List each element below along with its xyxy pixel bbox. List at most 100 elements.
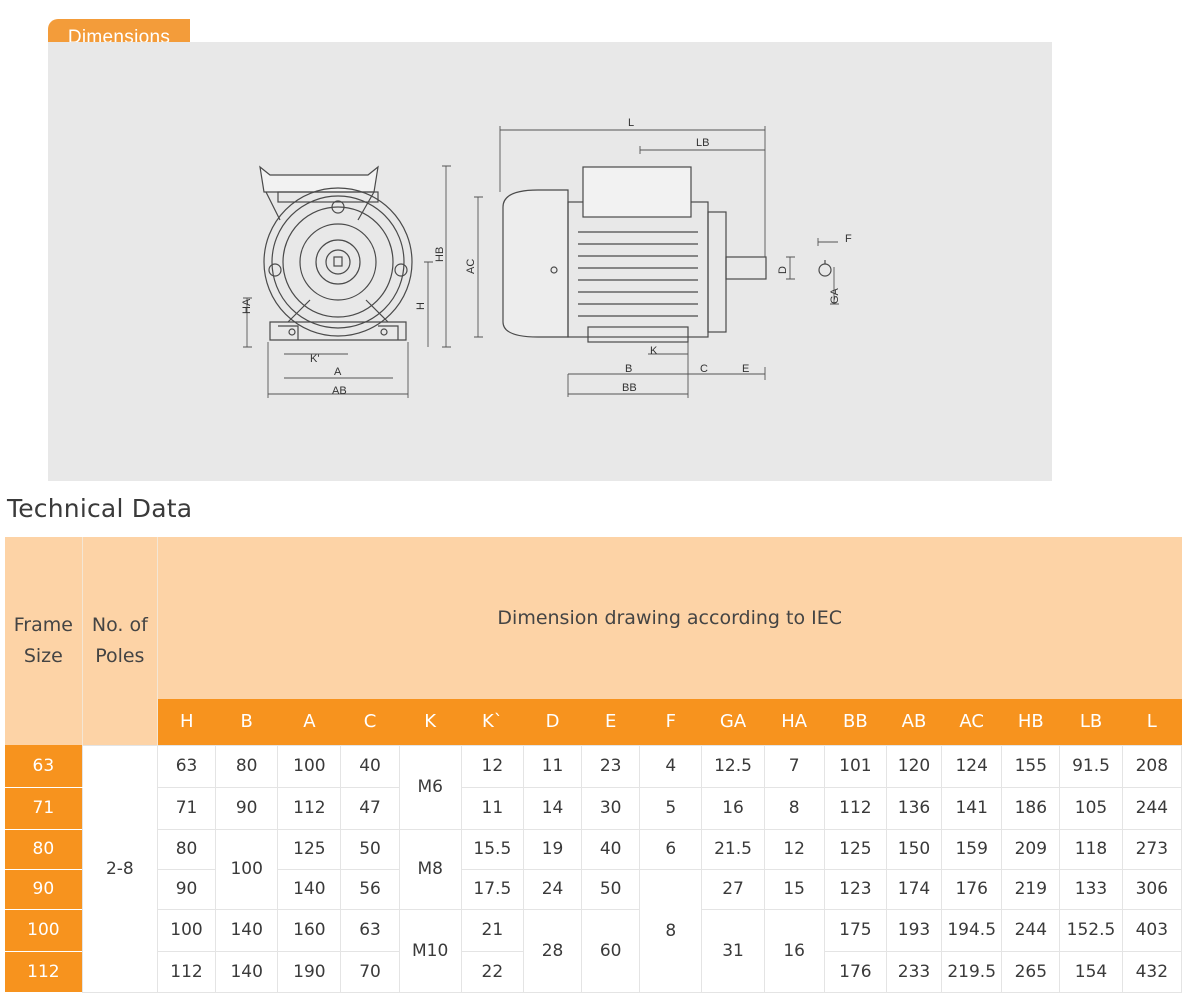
cell-K-prime: 12 xyxy=(460,744,524,788)
technical-data-title: Technical Data xyxy=(7,494,193,523)
cell-HB: 219 xyxy=(1001,868,1061,910)
label-K: K xyxy=(650,345,658,357)
cell-HA: 16 xyxy=(763,908,825,993)
table-row: 100 100 140 160 63 M10 21 28 60 31 16 17… xyxy=(5,908,1183,993)
label-A: A xyxy=(334,366,342,378)
cell-C: 47 xyxy=(340,786,400,830)
label-C: C xyxy=(700,363,708,375)
cell-B: 140 xyxy=(215,908,279,952)
label-AB: AB xyxy=(332,385,347,397)
cell-L: 273 xyxy=(1121,828,1183,870)
cell-L: 306 xyxy=(1121,868,1183,910)
cell-A: 100 xyxy=(277,744,342,788)
cell-H: 71 xyxy=(156,786,217,830)
cell-AB: 174 xyxy=(885,868,943,910)
col-header-AB: AB xyxy=(886,699,942,745)
cell-AB: 136 xyxy=(885,786,943,830)
cell-H: 100 xyxy=(156,908,217,952)
cell-K-prime: 17.5 xyxy=(460,868,524,910)
cell-LB: 152.5 xyxy=(1059,908,1123,952)
cell-A: 190 xyxy=(277,950,342,993)
cell-K: M8 xyxy=(398,828,462,910)
cell-GA: 16 xyxy=(701,786,765,830)
cell-HB: 244 xyxy=(1001,908,1061,952)
cell-H: 112 xyxy=(156,950,217,993)
cell-K-prime: 11 xyxy=(460,786,524,830)
technical-data-table: Frame Size No. of Poles Dimension drawin… xyxy=(5,537,1183,993)
cell-D: 11 xyxy=(522,744,583,788)
label-AC: AC xyxy=(465,259,477,274)
cell-HB: 155 xyxy=(1001,744,1061,788)
cell-B: 90 xyxy=(215,786,279,830)
cell-C: 70 xyxy=(340,950,400,993)
cell-BB: 176 xyxy=(823,950,887,993)
cell-C: 40 xyxy=(340,744,400,788)
cell-A: 140 xyxy=(277,868,342,910)
col-header-K: K xyxy=(399,699,462,745)
cell-E: 50 xyxy=(581,868,641,910)
label-HB: HB xyxy=(434,247,446,262)
label-F: F xyxy=(845,233,852,245)
cell-GA: 27 xyxy=(701,868,765,910)
cell-K-prime: 15.5 xyxy=(460,828,524,870)
frame-size-cell: 112 xyxy=(5,951,83,993)
cell-HA: 8 xyxy=(763,786,825,830)
col-header-A: A xyxy=(277,699,341,745)
col-header-L: L xyxy=(1122,699,1182,745)
front-view-drawing xyxy=(259,165,413,341)
label-H: H xyxy=(415,302,427,310)
cell-HB: 209 xyxy=(1001,828,1061,870)
label-K-prime: K' xyxy=(310,353,319,365)
cell-BB: 175 xyxy=(823,908,887,952)
table-row: 80 80 100 125 50 M8 15.5 19 40 6 21.5 12… xyxy=(5,828,1183,910)
cell-AC: 124 xyxy=(941,744,1003,788)
label-D: D xyxy=(777,266,789,274)
motor-dimension-drawing: HA H HB K' A AB L LB AC D F GA K B BB C … xyxy=(241,117,852,398)
table-row: 71 71 90 112 47 11 14 30 5 16 8 112 136 … xyxy=(5,786,1183,830)
cell-E: 60 xyxy=(581,908,641,993)
label-L: L xyxy=(628,117,634,129)
col-header-B: B xyxy=(215,699,278,745)
cell-L: 208 xyxy=(1121,744,1183,788)
cell-AC: 219.5 xyxy=(941,950,1003,993)
cell-E: 23 xyxy=(581,744,641,788)
cell-HA: 15 xyxy=(763,868,825,910)
cell-K: M10 xyxy=(398,908,462,993)
frame-size-cell: 71 xyxy=(5,787,83,830)
cell-H: 90 xyxy=(156,868,217,910)
dimension-drawing-panel: HA H HB K' A AB L LB AC D F GA K B BB C … xyxy=(48,42,1052,481)
col-header-BB: BB xyxy=(824,699,887,745)
col-header-K-prime: K` xyxy=(461,699,524,745)
table-row: 112 112 140 190 70 22 176 233 219.5 265 … xyxy=(5,950,1183,993)
cell-AB: 150 xyxy=(885,828,943,870)
cell-C: 50 xyxy=(340,828,400,870)
col-header-E: E xyxy=(581,699,640,745)
cell-A: 125 xyxy=(277,828,342,870)
frame-size-cell: 63 xyxy=(5,745,83,788)
cell-AC: 176 xyxy=(941,868,1003,910)
cell-F: 5 xyxy=(639,786,703,830)
header-frame-size: Frame Size xyxy=(5,537,83,745)
header-no-of-poles: No. of Poles xyxy=(82,537,158,745)
cell-F: 4 xyxy=(639,744,703,788)
col-header-D: D xyxy=(523,699,582,745)
cell-K-prime: 22 xyxy=(460,950,524,993)
cell-F: 8 xyxy=(639,868,703,993)
cell-B: 80 xyxy=(215,744,279,788)
cell-L: 432 xyxy=(1121,950,1183,993)
cell-AC: 194.5 xyxy=(941,908,1003,952)
cell-LB: 118 xyxy=(1059,828,1123,870)
cell-H: 63 xyxy=(156,744,217,788)
col-header-GA: GA xyxy=(701,699,765,745)
cell-D: 28 xyxy=(522,908,583,993)
cell-B: 140 xyxy=(215,950,279,993)
cell-HA: 7 xyxy=(763,744,825,788)
col-header-H: H xyxy=(157,699,216,745)
poles-cell: 2-8 xyxy=(81,744,158,993)
cell-AC: 141 xyxy=(941,786,1003,830)
label-GA: GA xyxy=(829,287,841,304)
cell-F: 6 xyxy=(639,828,703,870)
cell-AB: 120 xyxy=(885,744,943,788)
cell-AC: 159 xyxy=(941,828,1003,870)
cell-BB: 101 xyxy=(823,744,887,788)
